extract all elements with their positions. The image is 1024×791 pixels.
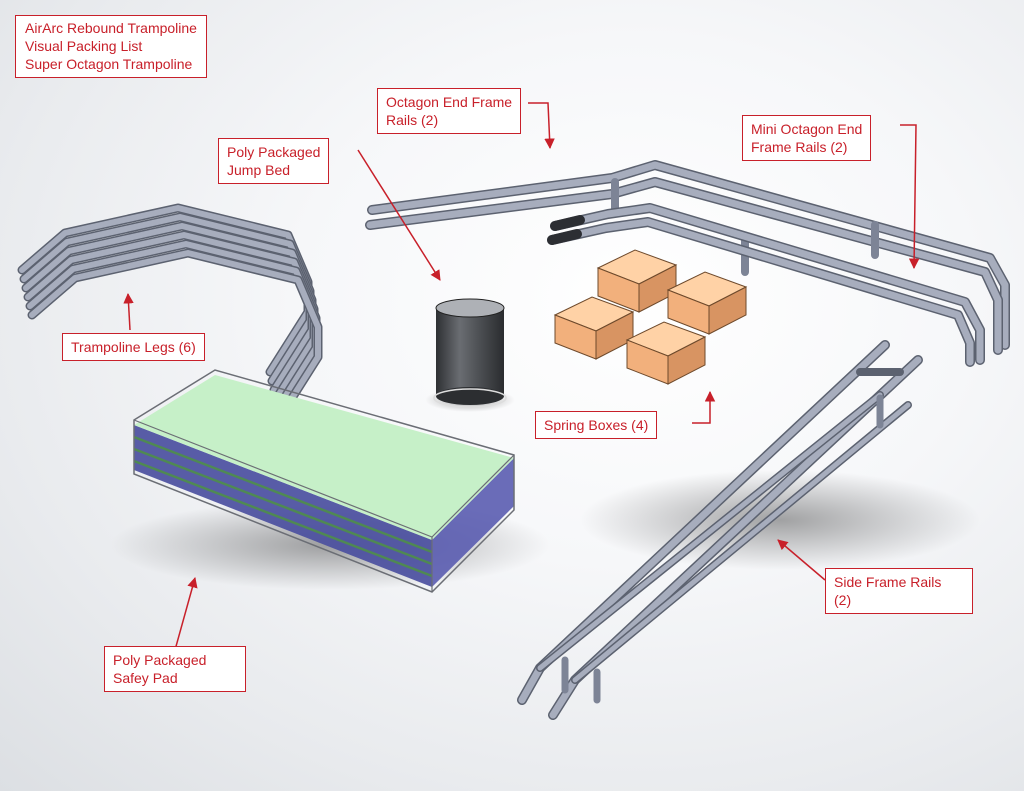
spring-box [553, 296, 635, 360]
callout-text: (2) [834, 592, 852, 608]
jump-bed-package [433, 298, 507, 408]
callout-text: Mini Octagon End [751, 121, 863, 137]
callout-text: Side Frame Rails [834, 574, 942, 590]
spring-box [666, 271, 748, 335]
title-line: Super Octagon Trampoline [25, 56, 193, 72]
callout-poly-packaged-jump-bed: Poly Packaged Jump Bed [218, 138, 330, 184]
callout-text: Safey Pad [113, 670, 178, 686]
callout-text: Octagon End Frame [386, 94, 513, 110]
spring-box [596, 249, 678, 313]
callout-text: Poly Packaged [227, 144, 321, 160]
callout-text: Spring Boxes (4) [544, 417, 649, 433]
callout-mini-octagon-end-frame-rails: Mini Octagon End Frame Rails (2) [742, 115, 872, 161]
title-line: Visual Packing List [25, 38, 143, 54]
callout-text: Poly Packaged [113, 652, 207, 668]
callout-trampoline-legs: Trampoline Legs (6) [62, 333, 205, 361]
spring-boxes [553, 249, 748, 385]
side-frame-rails [517, 340, 923, 720]
callout-octagon-end-frame-rails: Octagon End Frame Rails (2) [377, 88, 522, 134]
callout-spring-boxes: Spring Boxes (4) [535, 411, 658, 439]
title-box: AirArc Rebound Trampoline Visual Packing… [15, 15, 207, 78]
callout-poly-packaged-safety-pad: Poly Packaged Safey Pad [104, 646, 246, 692]
mini-octagon-end-frame-rails [547, 203, 985, 367]
callout-side-frame-rails: Side Frame Rails (2) [825, 568, 973, 614]
callout-text: Trampoline Legs (6) [71, 339, 196, 355]
callout-text: Frame Rails (2) [751, 139, 848, 155]
trampoline-legs [17, 203, 318, 417]
safety-pad-package [133, 369, 515, 593]
callout-text: Jump Bed [227, 162, 291, 178]
title-line: AirArc Rebound Trampoline [25, 20, 197, 36]
callout-text: Rails (2) [386, 112, 439, 128]
callout-arrows [123, 102, 920, 651]
spring-box [625, 321, 707, 385]
